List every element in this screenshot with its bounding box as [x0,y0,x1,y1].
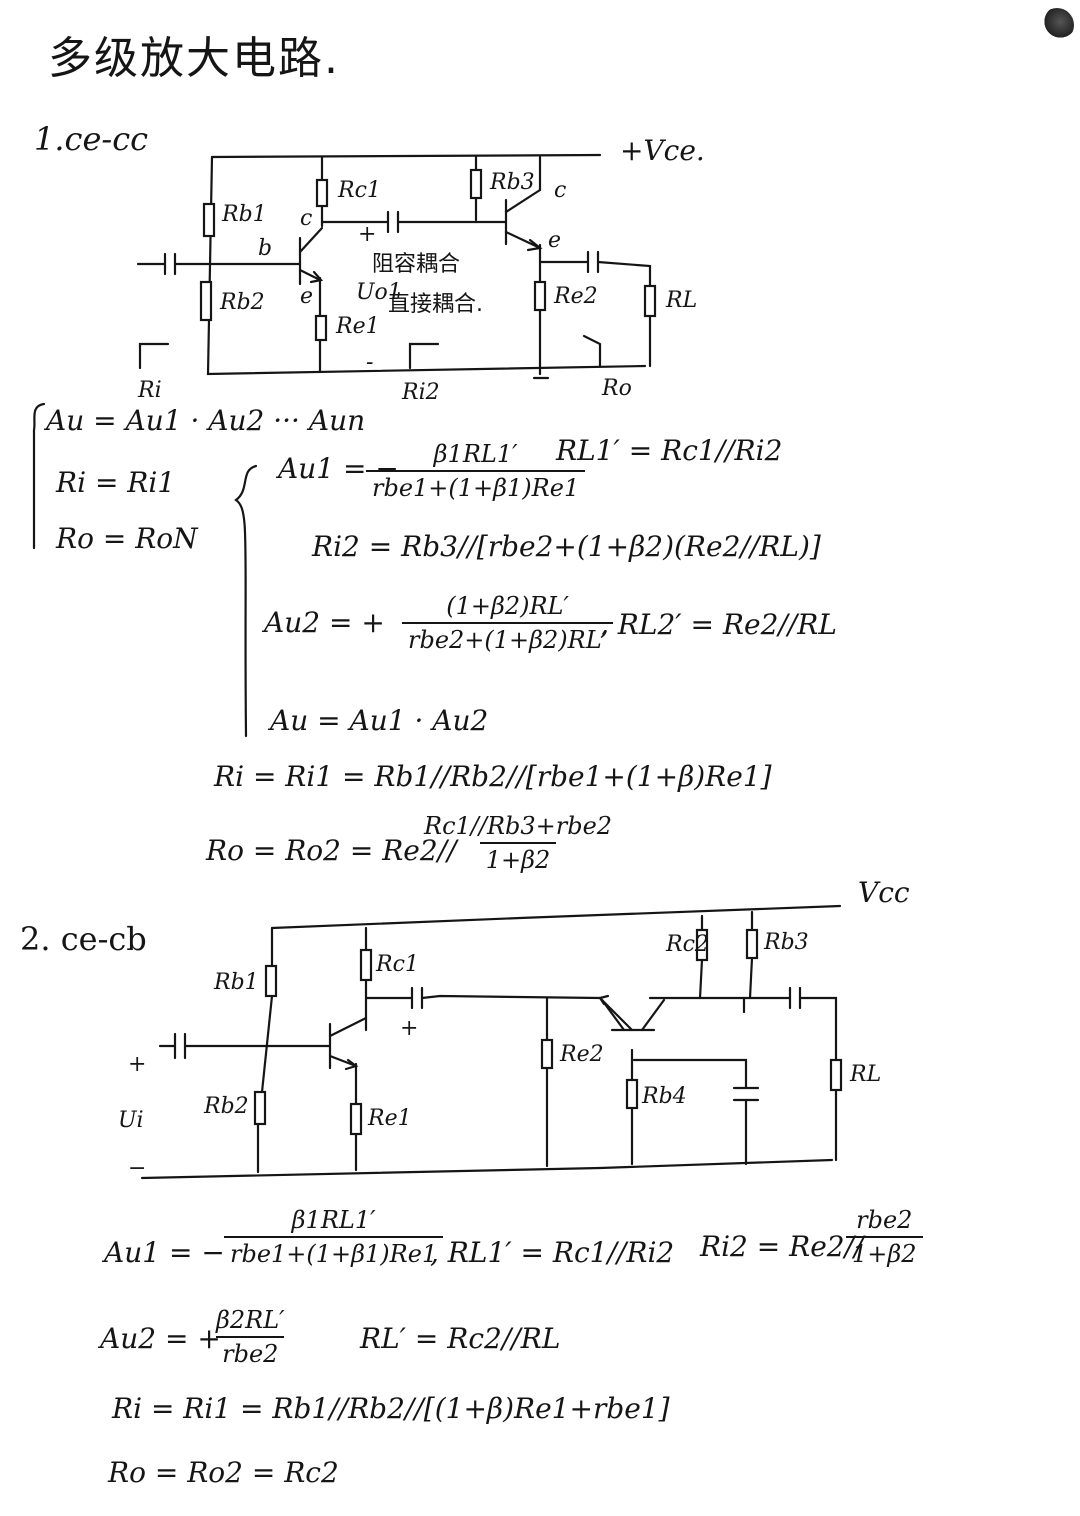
section2-heading: 2. ce-cb [20,920,147,958]
formula-rl2: , RL2′ = Re2//RL [600,608,837,641]
au1-2-numerator: β1RL1′ [291,1206,376,1234]
formula-sys-au: Au = Au1 · Au2 ··· Aun [46,404,366,437]
label2-rb4: Rb4 [642,1084,687,1109]
au1-numerator: β1RL1′ [433,440,518,468]
circuit1-transistors [298,188,543,286]
label2-input-plus: + [128,1052,147,1077]
label-re2: Re2 [554,284,598,309]
label-uo1: Uo1 [356,280,402,305]
circuit2-resistors [253,928,843,1136]
label2-capacitor-plus: + [400,1016,419,1041]
circuit1-arrows [138,334,602,370]
label2-minus: − [128,1156,147,1181]
circuit2-transistors [328,998,666,1071]
formula-au2-lhs: Au2 = + [264,606,385,639]
au2-2-numerator: β2RL′ [216,1306,285,1334]
formula2-au1-lhs: Au1 = − [104,1236,225,1269]
circuit2-capacitors [173,986,802,1102]
ri2-2-denominator: 1+β2 [846,1236,923,1268]
label-coupling-direct: 直接耦合. [388,292,483,317]
label-minus: - [366,350,374,375]
label-ro: Ro [602,376,632,401]
formula2-rl1: , RL1′ = Rc1//Ri2 [430,1236,675,1269]
circuit1-capacitors [163,210,600,276]
label-ri: Ri [138,378,162,403]
system-brace [32,402,46,550]
au2-2-denominator: rbe2 [216,1336,285,1368]
label2-rl: RL [850,1062,882,1087]
label-re1: Re1 [336,314,380,339]
label2-rc2: Rc2 [666,932,709,957]
formula-sys-ri: Ri = Ri1 [56,466,176,499]
formula2-au2-fraction: β2RL′ rbe2 [210,1306,291,1368]
formula2-rl2: RL′ = Rc2//RL [360,1322,561,1355]
label-plus: + [358,222,377,247]
circuit1-resistors [199,168,657,342]
ro-denominator: 1+β2 [479,842,557,874]
corner-logo [1040,8,1074,42]
label-rc1: Rc1 [338,178,381,203]
formula-au1-lhs: Au1 = − [278,452,399,485]
label2-rb1: Rb1 [214,970,259,995]
formula2-ri2-fraction: rbe2 1+β2 [846,1206,923,1268]
label2-rc1: Rc1 [376,952,419,977]
au1-2-denominator: rbe1+(1+β1)Re1 [224,1236,444,1268]
label2-rb2: Rb2 [204,1094,249,1119]
ro-numerator: Rc1//Rb3+rbe2 [424,812,613,840]
formula2-au2-lhs: Au2 = + [100,1322,221,1355]
formula-ro-fraction: Rc1//Rb3+rbe2 1+β2 [418,812,618,874]
formula2-ri2-lhs: Ri2 = Re2// [700,1230,864,1263]
label-coupling-rc: 阻容耦合 [372,252,461,277]
label-e1: e [300,284,314,309]
label-rb1: Rb1 [222,202,267,227]
label2-re2: Re2 [560,1042,604,1067]
label-b: b [258,236,273,261]
formula-ri: Ri = Ri1 = Rb1//Rb2//[rbe1+(1+β)Re1] [214,760,772,793]
label2-ui: Ui [118,1108,144,1133]
formula2-au1-fraction: β1RL1′ rbe1+(1+β1)Re1 [224,1206,444,1268]
formula-ri2: Ri2 = Rb3//[rbe2+(1+β2)(Re2//RL)] [312,530,821,563]
label-ri2: Ri2 [402,380,440,405]
label-rb2: Rb2 [220,290,265,315]
au2-numerator: (1+β2)RL′ [446,592,569,620]
page-title: 多级放大电路. [48,33,340,84]
formula-brace [234,464,258,738]
label-c1: c [300,206,313,231]
label2-re1: Re1 [368,1106,412,1131]
circuit2-wires [140,904,842,1180]
au1-denominator: rbe1+(1+β1)Re1 [366,470,586,502]
formula-rl1: RL1′ = Rc1//Ri2 [556,434,783,467]
section2-vcc: Vcc [858,876,910,909]
label-c2: c [554,178,567,203]
au2-denominator: rbe2+(1+β2)RL′ [402,622,614,654]
label2-rb3: Rb3 [764,930,809,955]
label-rl: RL [666,288,698,313]
section1-vcc: +Vce. [620,134,705,167]
ri2-2-numerator: rbe2 [856,1206,913,1234]
label-rb3: Rb3 [490,170,535,195]
formula2-ri: Ri = Ri1 = Rb1//Rb2//[(1+β)Re1+rbe1] [112,1392,670,1425]
formula-au1-fraction: β1RL1′ rbe1+(1+β1)Re1 [366,440,586,502]
formula-ro-lhs: Ro = Ro2 = Re2// [206,834,457,867]
formula2-ro: Ro = Ro2 = Rc2 [108,1456,339,1489]
formula-au: Au = Au1 · Au2 [270,704,489,737]
section1-heading: 1.ce-cc [34,120,149,158]
label-e2: e [548,228,562,253]
formula-au2-fraction: (1+β2)RL′ rbe2+(1+β2)RL′ [402,592,614,654]
formula-sys-ro: Ro = RoN [56,522,198,555]
